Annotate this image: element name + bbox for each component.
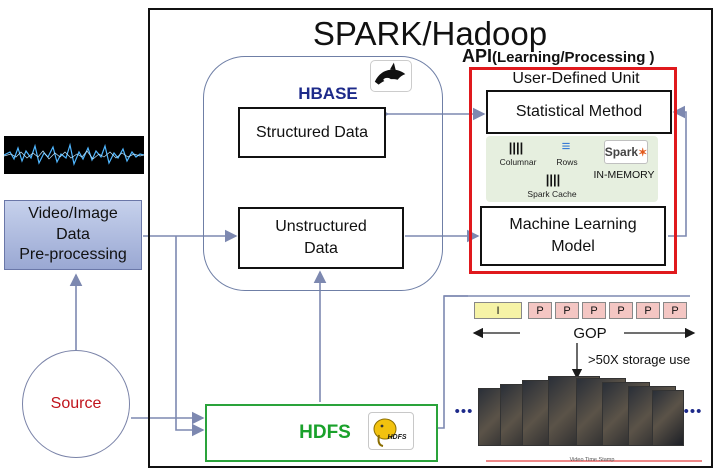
source-node: Source (22, 350, 130, 458)
columnar-label: Columnar (499, 157, 537, 167)
i-frame-cell: I (474, 302, 522, 319)
hdfs-elephant-logo-icon (368, 412, 414, 450)
in-memory-label: IN-MEMORY (593, 169, 655, 181)
p-frame-cell: P (636, 302, 660, 319)
hbase-label: HBASE (298, 84, 358, 103)
p-frame-cell: P (663, 302, 687, 319)
orca-whale-icon (370, 60, 412, 92)
statistical-method-box: Statistical Method (486, 90, 672, 134)
api-title: API(Learning/Processing ) (462, 46, 655, 66)
columnar-icon: |||| (508, 139, 524, 155)
structured-data-box: Structured Data (238, 107, 386, 158)
spark-cache-icon: |||| (545, 171, 561, 187)
user-defined-unit-label: User-Defined Unit (512, 70, 640, 87)
user-defined-unit (469, 67, 677, 274)
storage-note: >50X storage use (588, 352, 691, 367)
p-frame-cell: P (609, 302, 633, 319)
cluster-title: SPARK/Hadoop (312, 15, 548, 52)
gop-label: GOP (573, 324, 607, 342)
gop-span-arrow (472, 327, 696, 380)
rows-icon: ≡ (561, 137, 571, 155)
video-thumbnail (652, 390, 684, 446)
spark-cache-label: Spark Cache (527, 189, 577, 199)
ellipsis-right: ••• (683, 402, 703, 420)
hdfs-label: HDFS (299, 422, 351, 443)
waveform-signal-image (3, 136, 145, 174)
video-image-preprocessing-box: Video/Image Data Pre-processing (4, 200, 142, 270)
spark-hadoop-cluster (148, 8, 713, 468)
p-frame-cell: P (555, 302, 579, 319)
spark-logo-icon: Spark✶ (604, 140, 648, 164)
flow-arrows (69, 105, 690, 437)
video-timestamp-label: Video Time Stamp (569, 457, 615, 463)
machine-learning-model-box: Machine Learning Model (480, 206, 666, 266)
unstructured-data-box: Unstructured Data (238, 207, 404, 269)
hbase-region (203, 56, 443, 291)
ellipsis-left: ••• (454, 402, 474, 420)
p-frame-cell: P (528, 302, 552, 319)
rows-label: Rows (556, 157, 578, 167)
p-frame-cell: P (582, 302, 606, 319)
hdfs-logo-text: HDFS (387, 433, 407, 441)
video-to-hdfs-arrow (175, 236, 205, 437)
ml-feedback-arrow (668, 105, 687, 237)
